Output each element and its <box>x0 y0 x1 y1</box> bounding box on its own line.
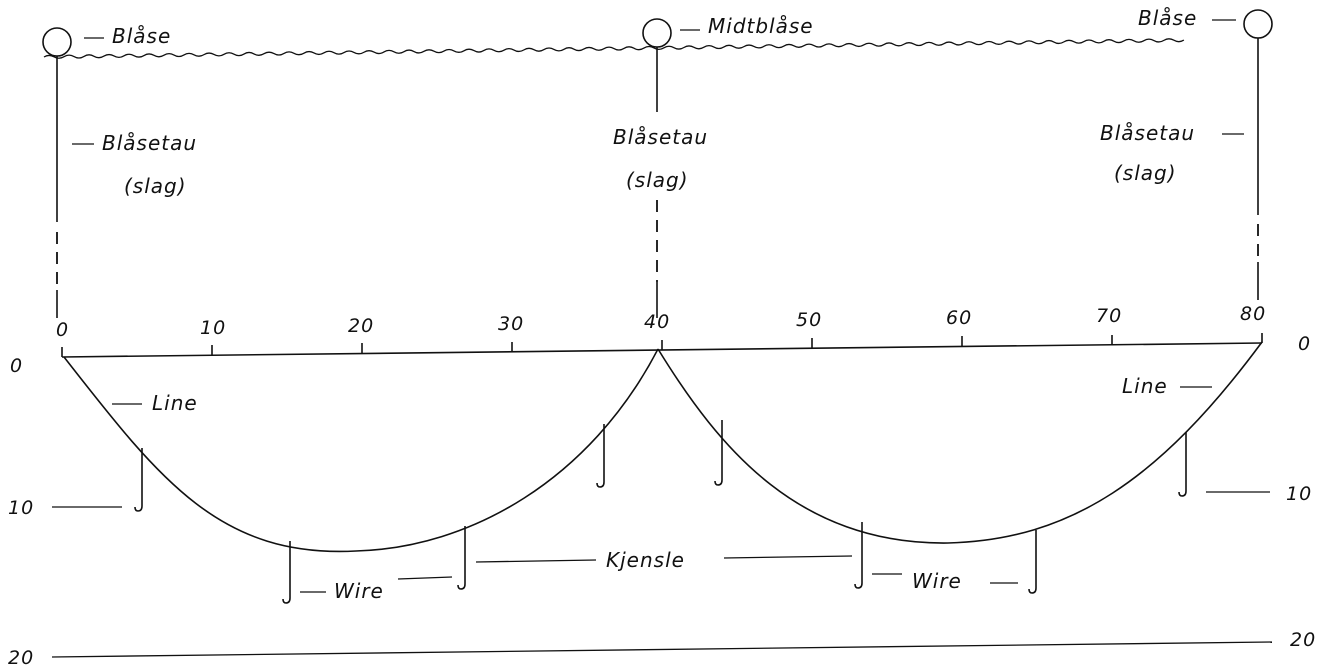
label-slag-left: (slag) <box>124 174 187 198</box>
buoy-left <box>42 27 72 57</box>
hook-dropper-5 <box>714 420 723 486</box>
hook-dropper-1 <box>134 448 143 512</box>
hook-dropper-2 <box>282 541 291 604</box>
surface-line <box>43 38 1185 59</box>
scale-tick-0: 0 <box>56 319 69 341</box>
label-slag-right: (slag) <box>1114 161 1177 185</box>
depth-0-right: 0 <box>1298 333 1311 355</box>
hook-dropper-8 <box>1178 432 1187 497</box>
label-blase-right: Blåse <box>1138 6 1197 30</box>
label-blasetau-mid: Blåsetau <box>613 125 708 149</box>
depth-10-left: 10 <box>8 497 34 519</box>
label-blase-left: Blåse <box>112 24 171 48</box>
label-wire-left: Wire <box>334 579 384 603</box>
hook-dropper-3 <box>457 526 466 590</box>
scale-tick-60: 60 <box>946 307 972 329</box>
scale-tick-70: 70 <box>1096 305 1122 327</box>
label-blasetau-left: Blåsetau <box>102 131 197 155</box>
scale-tick-50: 50 <box>796 309 822 331</box>
depth-10-right: 10 <box>1286 483 1312 505</box>
hook-dropper-6 <box>854 522 863 589</box>
depth-20-right: 20 <box>1290 629 1316 651</box>
hook-dropper-7 <box>1028 530 1037 594</box>
depth-20-line <box>51 641 1273 658</box>
label-kjensle: Kjensle <box>606 548 685 572</box>
scale-tick-30: 30 <box>498 313 524 335</box>
label-midtblase: Midtblåse <box>708 14 814 38</box>
depth-0-left: 0 <box>10 355 23 377</box>
scale-tick-10: 10 <box>200 317 226 339</box>
longline-left <box>63 348 659 553</box>
hook-dropper-4 <box>596 424 605 488</box>
longline-right <box>657 341 1263 544</box>
label-line-left: Line <box>152 391 198 415</box>
label-blasetau-right: Blåsetau <box>1100 121 1195 145</box>
scale-tick-80: 80 <box>1240 303 1266 325</box>
scale-tick-40: 40 <box>644 311 670 333</box>
label-wire-right: Wire <box>912 569 962 593</box>
label-line-right: Line <box>1122 374 1168 398</box>
label-slag-mid: (slag) <box>626 168 689 192</box>
depth-20-left: 20 <box>8 647 34 665</box>
buoy-right <box>1243 9 1273 39</box>
buoy-middle <box>642 18 672 48</box>
scale-ticks <box>61 333 1263 357</box>
scale-tick-20: 20 <box>348 315 374 337</box>
